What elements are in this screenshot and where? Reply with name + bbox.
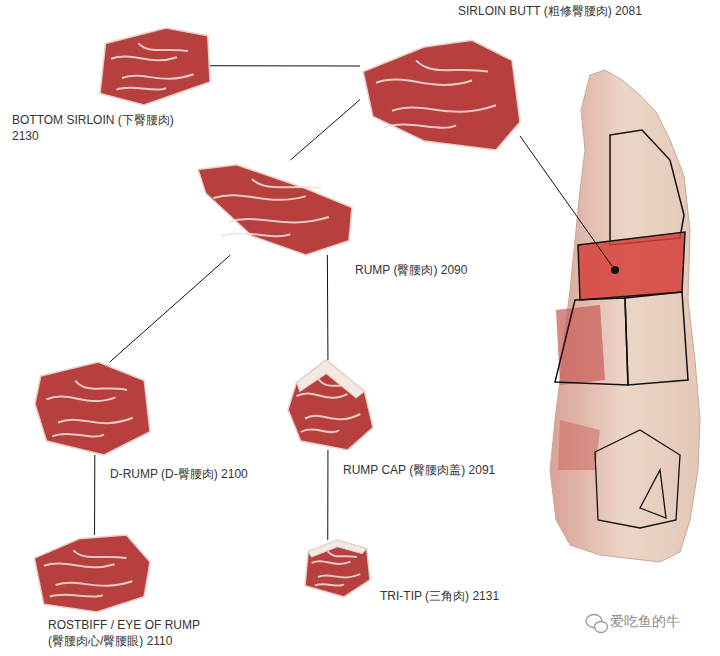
cut-outline (640, 470, 666, 518)
meat-cut: RUMP (臀腰肉) 2090 (198, 160, 352, 255)
meat-picture (360, 38, 520, 150)
cut-label: D-RUMP (D-臀腰肉) 2100 (110, 466, 300, 482)
meat-cut: ROSTBIFF / EYE OF RUMP (臀腰肉心/臀腰眼) 2110 (32, 535, 150, 612)
meat-picture (198, 160, 352, 255)
connector-line (210, 65, 360, 66)
meat-picture (32, 535, 150, 612)
meat-cut: SIRLOIN BUTT (粗修臀腰肉) 2081 (360, 38, 520, 150)
meat-picture (100, 28, 210, 105)
meat-picture (288, 360, 373, 450)
sirloin-band (578, 232, 685, 300)
cut-label: TRI-TIP (三角肉) 2131 (380, 588, 550, 604)
meat-cut: D-RUMP (D-臀腰肉) 2100 (35, 362, 150, 455)
cut-outline (595, 430, 680, 528)
meat-cut: RUMP CAP (臀腰肉盖) 2091 (288, 360, 373, 450)
meat-cut: BOTTOM SIRLOIN (下臀腰肉) 2130 (100, 28, 210, 105)
watermark: 爱吃鱼的牛 (610, 612, 680, 630)
leader-line (520, 136, 612, 266)
cut-outline (625, 292, 688, 385)
connector-line (110, 255, 231, 362)
meat-picture (305, 540, 370, 597)
cut-label: ROSTBIFF / EYE OF RUMP (臀腰肉心/臀腰眼) 2110 (48, 617, 233, 649)
cut-outline (555, 298, 628, 385)
wechat-icon (586, 615, 608, 633)
connector-line (327, 255, 329, 360)
location-dot (611, 266, 619, 274)
carcass-body (550, 70, 700, 562)
meat-picture (35, 362, 150, 455)
cut-label: RUMP (臀腰肉) 2090 (355, 262, 515, 278)
cut-outline (610, 130, 684, 245)
carcass-red-area (558, 420, 600, 470)
cut-label: SIRLOIN BUTT (粗修臀腰肉) 2081 (458, 3, 643, 19)
meat-cut: TRI-TIP (三角肉) 2131 (305, 540, 370, 597)
cut-label: RUMP CAP (臀腰肉盖) 2091 (343, 462, 543, 478)
connector-line (290, 100, 360, 160)
cut-label: BOTTOM SIRLOIN (下臀腰肉) 2130 (12, 112, 187, 144)
connector-line (327, 450, 328, 540)
connector-line (94, 455, 95, 535)
